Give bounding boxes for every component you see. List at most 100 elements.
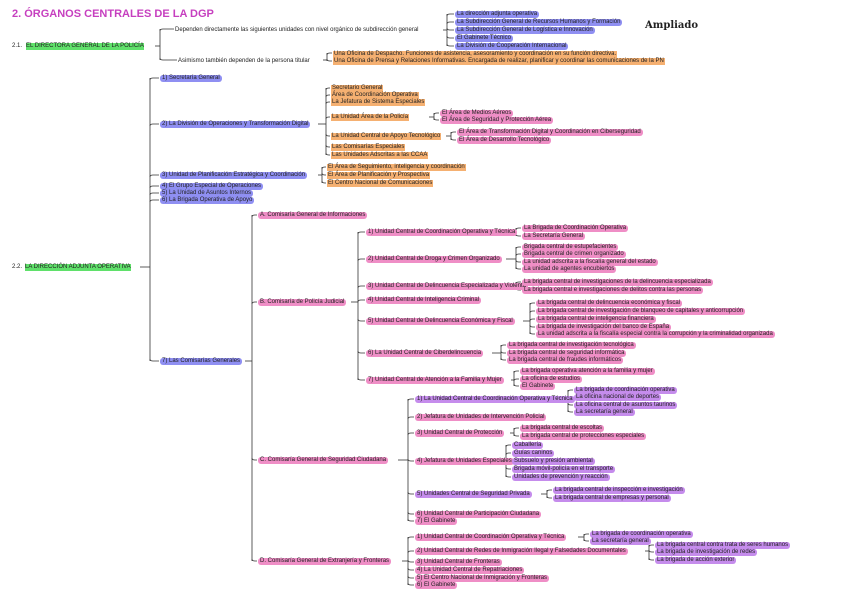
org-node: B. Comisaría de Policía Judicial: [258, 299, 347, 306]
org-node: Brigada central de estupefacientes: [522, 244, 619, 251]
org-node: 5) El Centro Nacional de Inmigración y F…: [415, 575, 550, 582]
org-node: La División de Cooperación Internacional: [455, 43, 569, 50]
connector-branch: [515, 233, 521, 237]
connector-branch: [321, 166, 326, 170]
org-node: 2.1.: [12, 43, 23, 49]
connector-branch: [407, 582, 414, 586]
connector-branch: [357, 231, 365, 235]
connector-branch: [325, 152, 330, 156]
connector-branch: [529, 310, 535, 314]
org-node: Área de Coordinación Operativa: [331, 92, 419, 99]
connector-branch: [648, 549, 654, 553]
org-node: 5) La Unidad de Asuntos Internos: [160, 190, 254, 197]
org-node: La brigada de investigación del banco de…: [536, 324, 672, 331]
org-node: Subsuelo y presión ambiental: [512, 458, 595, 465]
org-node: La brigada central de protecciones espec…: [520, 433, 647, 440]
org-node: 6) Unidad Central de Participación Ciuda…: [415, 511, 542, 518]
org-node: EL DIRECTORA GENERAL DE LA POLICÍA: [26, 43, 144, 50]
connector-branch: [407, 559, 414, 563]
org-node: C. Comisaría General de Seguridad Ciudad…: [258, 457, 389, 464]
org-node: La brigada central de investigación de b…: [536, 308, 746, 315]
connector-branch: [513, 433, 519, 437]
org-node: La Subdirección General de Logística e I…: [455, 27, 595, 34]
org-node: La brigada central de delincuencia econó…: [536, 300, 683, 307]
org-node: Las Unidades Adscritas a las CCAA: [331, 152, 429, 159]
org-node: 1) La Unidad Central de Coordinación Ope…: [415, 396, 575, 403]
org-node: 2) La División de Operaciones y Transfor…: [160, 121, 311, 128]
org-node: La brigada central de inteligencia finan…: [536, 316, 656, 323]
connector-branch: [407, 416, 414, 420]
org-node: 1) Unidad Central de Coordinación Operat…: [366, 229, 518, 236]
org-node: La Secretaría General: [522, 233, 586, 240]
org-node: 2) Jefatura de Unidades de Intervención …: [415, 414, 547, 421]
org-node: 4) La Unidad Central de Repatriaciones: [415, 567, 525, 574]
org-node: La brigada de investigación de redes: [655, 549, 758, 556]
connector-branch: [583, 538, 589, 542]
org-node: La brigada operativa atención a la famil…: [520, 368, 655, 375]
org-node: 3) Unidad Central de Delincuencia Especi…: [366, 283, 528, 290]
org-node: Brigada móvil-policía en el transporte: [512, 466, 616, 473]
connector-branch: [515, 259, 521, 263]
org-node: El Área de Planificación y Prospectiva: [327, 172, 431, 179]
connector-branch: [433, 112, 439, 116]
org-node: El Área de Desarrollo Tecnológico: [457, 137, 552, 144]
connector-branch: [326, 52, 332, 56]
org-node: 6) El Gabinete: [415, 582, 458, 589]
connector-branch: [251, 214, 257, 218]
connector-branch: [505, 474, 511, 478]
org-node: 7) Las Comisarías Generales: [160, 358, 243, 365]
connector-branch: [357, 299, 365, 303]
org-node: La brigada central de inspección e inves…: [553, 487, 685, 494]
org-node: 5) Unidades Central de Seguridad Privada: [415, 491, 532, 498]
connector-branch: [450, 137, 456, 141]
connector-branch: [583, 533, 589, 537]
connector-branch: [450, 131, 456, 135]
org-node: 6) La Unidad Central de Ciberdelincuenci…: [366, 350, 484, 357]
org-node: Caballería: [512, 442, 544, 449]
connector-branch: [505, 444, 511, 448]
connector-branch: [513, 383, 519, 387]
connector-branch: [325, 94, 330, 98]
org-node: Secretario General: [331, 85, 384, 92]
org-node: La Unidad Área de la Policía: [331, 114, 410, 121]
org-node: Una Oficina de Despacho. Funciones de as…: [333, 51, 618, 58]
org-node: La brigada central de seguridad informát…: [507, 350, 627, 357]
org-node: La brigada de coordinación operativa: [590, 531, 693, 538]
org-node: La brigada central de investigaciones de…: [522, 279, 713, 286]
org-node: La brigada de acción exterior: [655, 557, 737, 564]
connector-branch: [446, 13, 454, 17]
org-node: 7) Unidad Central de Atención a la Famil…: [366, 377, 504, 384]
org-node: Unidades de prevención y reacción: [512, 474, 610, 481]
connector-branch: [407, 511, 414, 515]
org-node: Las Comisarías Especiales: [331, 144, 406, 151]
org-node: A. Comisaría General de Informaciones: [258, 212, 368, 219]
connector-branch: [446, 43, 454, 47]
connector-branch: [357, 285, 365, 289]
org-node: 3) Unidad Central de Protección: [415, 430, 505, 437]
org-node: La brigada de coordinación operativa: [574, 387, 677, 394]
org-node: La brigada central contra trata de seres…: [655, 542, 791, 549]
connector-branch: [407, 432, 414, 436]
org-node: El Área de Medios Aéreos: [440, 110, 514, 117]
org-node: Guías caninos: [512, 450, 555, 457]
org-node: El Área de Seguimiento, inteligencia y c…: [327, 164, 466, 171]
connector-branch: [407, 398, 414, 402]
connector-branch: [407, 567, 414, 571]
connector-branch: [546, 489, 552, 493]
org-node: 2) Unidad Central de Droga y Crimen Orga…: [366, 256, 502, 263]
connector-branch: [515, 227, 521, 231]
connector-branch: [325, 133, 330, 137]
connector-branch: [433, 117, 439, 121]
org-node: La brigada central de investigación tecn…: [507, 342, 636, 349]
connector-branch: [500, 357, 506, 361]
org-node: 2) Unidad Central de Redes de Inmigració…: [415, 548, 628, 555]
connector-branch: [321, 172, 326, 176]
org-node: 4) Unidad Central de Inteligencia Crimin…: [366, 297, 482, 304]
connector-branch: [251, 301, 257, 305]
org-node: El Área de Transformación Digital y Coor…: [457, 129, 643, 136]
connector-branch: [529, 318, 535, 322]
connector-branch: [251, 558, 257, 562]
connector-branch: [325, 101, 330, 105]
org-node: La Unidad Central de Apoyo Tecnológico: [331, 133, 442, 140]
connector-branch: [546, 495, 552, 499]
